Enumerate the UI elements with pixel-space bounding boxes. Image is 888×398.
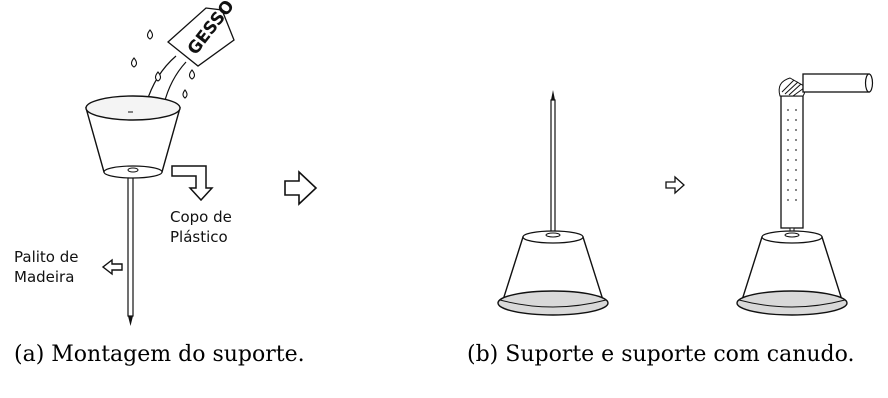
plaster-bag: GESSO <box>166 0 239 67</box>
support-with-straw <box>736 73 874 316</box>
panel-transition-arrow <box>284 170 318 206</box>
panel-b-small-arrow <box>665 175 685 195</box>
plaster-drops <box>130 29 196 99</box>
cup-label-line2: Plástico <box>170 228 228 246</box>
cup-label-line1: Copo de <box>170 208 232 226</box>
panel-a-assembly: GESSO <box>14 0 239 326</box>
stick-label-arrow <box>101 258 123 276</box>
stick-label-line2: Madeira <box>14 268 74 286</box>
support-without-straw <box>497 90 609 316</box>
caption-panel-a: (a) Montagem do suporte. <box>14 342 305 367</box>
plastic-cup <box>85 95 181 179</box>
cup-label-arrow <box>171 165 214 202</box>
straw-bend-joint <box>778 77 806 97</box>
caption-panel-b: (b) Suporte e suporte com canudo. <box>467 342 855 367</box>
straw-dots <box>787 109 797 201</box>
panel-b-supports <box>497 73 874 316</box>
stick-label-line1: Palito de <box>14 248 78 266</box>
